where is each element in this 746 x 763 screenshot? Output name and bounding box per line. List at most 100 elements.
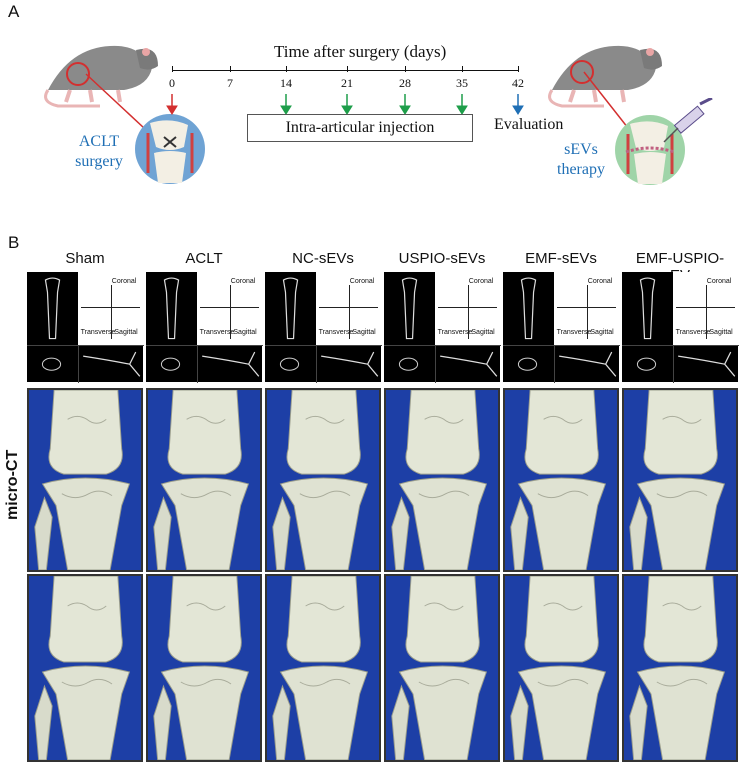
ct-sagittal-image: [316, 344, 382, 383]
therapy-caption: sEVs therapy: [548, 140, 614, 180]
ct-sagittal-image: [197, 344, 263, 383]
ct-transverse-image: [384, 344, 436, 383]
day-label: 7: [227, 76, 233, 90]
sagittal-label: Sagittal: [471, 328, 495, 336]
day-label: 35: [456, 76, 468, 90]
aclt-caption: ACLT surgery: [66, 132, 132, 172]
timeline-tick: [347, 66, 348, 72]
sagittal-label: Sagittal: [114, 328, 138, 336]
micro-ct-render-front: [27, 388, 143, 572]
zoom-line-left: [85, 73, 145, 129]
knee-bone-render: [153, 576, 250, 760]
ct-coronal-image: [265, 272, 316, 345]
ct-transverse-image: [146, 344, 198, 383]
group-label: USPIO-sEVs: [398, 250, 486, 267]
transverse-label: Transverse: [199, 328, 235, 336]
timeline-title: Time after surgery (days): [274, 42, 447, 61]
knee-bone-render: [272, 390, 369, 570]
syringe-icon: [663, 98, 713, 143]
ct-coronal-image: [27, 272, 78, 345]
zoom-line-right: [583, 71, 629, 129]
timeline-tick: [230, 66, 231, 72]
ct-coronal-image: [503, 272, 554, 345]
coronal-label: Coronal: [111, 277, 137, 285]
micro-ct-render-side: [265, 574, 381, 762]
coronal-label: Coronal: [349, 277, 375, 285]
rat-right-illustration: [548, 45, 662, 108]
knee-bone-render: [153, 390, 250, 570]
micro-ct-render-front: [384, 388, 500, 572]
ct-sagittal-image: [554, 344, 620, 383]
coronal-label: Coronal: [230, 277, 256, 285]
evaluation-label: Evaluation: [494, 116, 564, 133]
ct-coronal-image: [146, 272, 197, 345]
knee-bone-render: [391, 576, 488, 760]
row-label-micro-ct: micro-CT: [4, 449, 21, 520]
timeline-tick: [172, 66, 173, 72]
group-label: Sham: [65, 250, 105, 267]
timeline-tick: [518, 66, 519, 72]
injection-arrows: [280, 94, 468, 115]
coronal-label: Coronal: [706, 277, 732, 285]
therapy-caption-line2: therapy: [557, 161, 605, 178]
day-label: 14: [280, 76, 292, 90]
ct-transverse-image: [503, 344, 555, 383]
micro-ct-render-front: [622, 388, 738, 572]
aclt-caption-line2: surgery: [75, 153, 123, 170]
aclt-caption-line1: ACLT: [78, 133, 120, 150]
day-label: 42: [512, 76, 524, 90]
evaluation-arrow: [512, 94, 524, 115]
timeline-arrows: [166, 94, 524, 115]
ct-sagittal-image: [78, 344, 144, 383]
injection-box: Intra-articular injection: [247, 114, 473, 142]
ct-sagittal-image: [435, 344, 501, 383]
therapy-caption-line1: sEVs: [564, 141, 598, 158]
micro-ct-render-front: [503, 388, 619, 572]
ct-coronal-image: [622, 272, 673, 345]
panel-a-letter: A: [8, 2, 20, 21]
micro-ct-render-side: [503, 574, 619, 762]
transverse-label: Transverse: [675, 328, 711, 336]
ct-sagittal-image: [673, 344, 739, 383]
transverse-label: Transverse: [437, 328, 473, 336]
timeline-tick: [405, 66, 406, 72]
knee-acl-icon: [135, 114, 205, 184]
panel-b-letter: B: [8, 233, 20, 252]
micro-ct-render-side: [384, 574, 500, 762]
coronal-label: Coronal: [468, 277, 494, 285]
sagittal-label: Sagittal: [709, 328, 733, 336]
knee-bone-render: [34, 390, 131, 570]
surgery-arrow: [166, 94, 178, 115]
micro-ct-render-front: [265, 388, 381, 572]
transverse-label: Transverse: [318, 328, 354, 336]
micro-ct-render-side: [622, 574, 738, 762]
micro-ct-render-side: [146, 574, 262, 762]
ct-transverse-image: [622, 344, 674, 383]
knee-bone-render: [272, 576, 369, 760]
sagittal-label: Sagittal: [233, 328, 257, 336]
ct-transverse-image: [265, 344, 317, 383]
transverse-label: Transverse: [556, 328, 592, 336]
knee-bone-render: [510, 576, 607, 760]
transverse-label: Transverse: [80, 328, 116, 336]
timeline-tick: [286, 66, 287, 72]
group-label: EMF-sEVs: [525, 250, 597, 267]
knee-bone-render: [629, 390, 726, 570]
rat-left-illustration: [44, 45, 158, 108]
group-label: ACLT: [185, 250, 223, 267]
timeline-axis: [172, 70, 518, 71]
coronal-label: Coronal: [587, 277, 613, 285]
day-label: 28: [399, 76, 411, 90]
sagittal-label: Sagittal: [590, 328, 614, 336]
day-label: 0: [169, 76, 175, 90]
